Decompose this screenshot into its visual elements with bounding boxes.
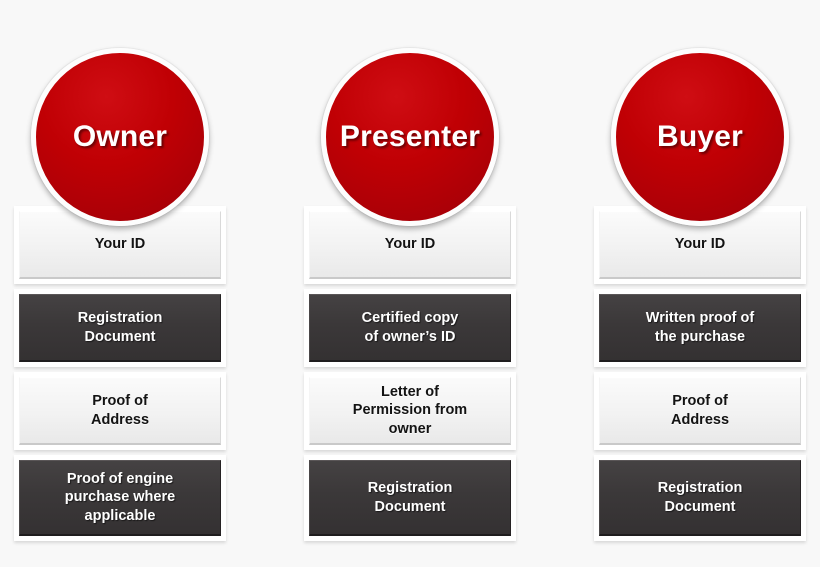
requirement-item[interactable]: Registration Document [14,289,226,367]
requirement-surface: Proof of Address [19,377,221,445]
requirement-surface: Registration Document [19,294,221,362]
column-presenter: Presenter Your ID Certified copy of owne… [304,0,516,567]
requirement-label: Written proof of the purchase [645,309,755,345]
circle-shape: Presenter [321,48,499,226]
requirement-surface: Written proof of the purchase [599,294,801,362]
requirement-label: Proof of Address [670,392,730,428]
requirement-label: Your ID [94,236,146,253]
requirement-list-presenter: Your ID Certified copy of owner’s ID Let… [304,206,516,546]
requirement-list-owner: Your ID Registration Document Proof of A… [14,206,226,546]
role-circle-owner[interactable]: Owner [31,48,209,226]
requirement-label: Your ID [674,236,726,253]
requirement-item[interactable]: Proof of Address [594,372,806,450]
requirement-item[interactable]: Letter of Permission from owner [304,372,516,450]
requirement-label: Registration Document [77,309,163,345]
requirement-item[interactable]: Proof of engine purchase where applicabl… [14,455,226,541]
requirement-item[interactable]: Your ID [594,206,806,284]
circle-shape: Owner [31,48,209,226]
requirement-surface: Letter of Permission from owner [309,377,511,445]
requirement-item[interactable]: Certified copy of owner’s ID [304,289,516,367]
requirement-surface: Proof of engine purchase where applicabl… [19,460,221,536]
requirement-label: Proof of Address [90,392,150,428]
requirement-label: Registration Document [367,479,453,515]
requirement-surface: Certified copy of owner’s ID [309,294,511,362]
role-title-presenter: Presenter [339,120,481,153]
requirement-surface: Registration Document [599,460,801,536]
role-title-buyer: Buyer [656,120,744,153]
requirement-list-buyer: Your ID Written proof of the purchase Pr… [594,206,806,546]
requirement-item[interactable]: Registration Document [304,455,516,541]
requirement-label: Letter of Permission from owner [352,383,468,437]
requirement-surface: Proof of Address [599,377,801,445]
role-title-owner: Owner [72,120,168,153]
column-owner: Owner Your ID Registration Document Proo… [14,0,226,567]
requirement-item[interactable]: Proof of Address [14,372,226,450]
column-buyer: Buyer Your ID Written proof of the purch… [594,0,806,567]
requirement-label: Your ID [384,236,436,253]
requirement-label: Certified copy of owner’s ID [361,309,459,345]
circle-shape: Buyer [611,48,789,226]
requirement-item[interactable]: Registration Document [594,455,806,541]
requirement-label: Proof of engine purchase where applicabl… [64,470,176,524]
requirement-surface: Registration Document [309,460,511,536]
role-circle-buyer[interactable]: Buyer [611,48,789,226]
role-circle-presenter[interactable]: Presenter [321,48,499,226]
requirement-item[interactable]: Written proof of the purchase [594,289,806,367]
requirement-label: Registration Document [657,479,743,515]
